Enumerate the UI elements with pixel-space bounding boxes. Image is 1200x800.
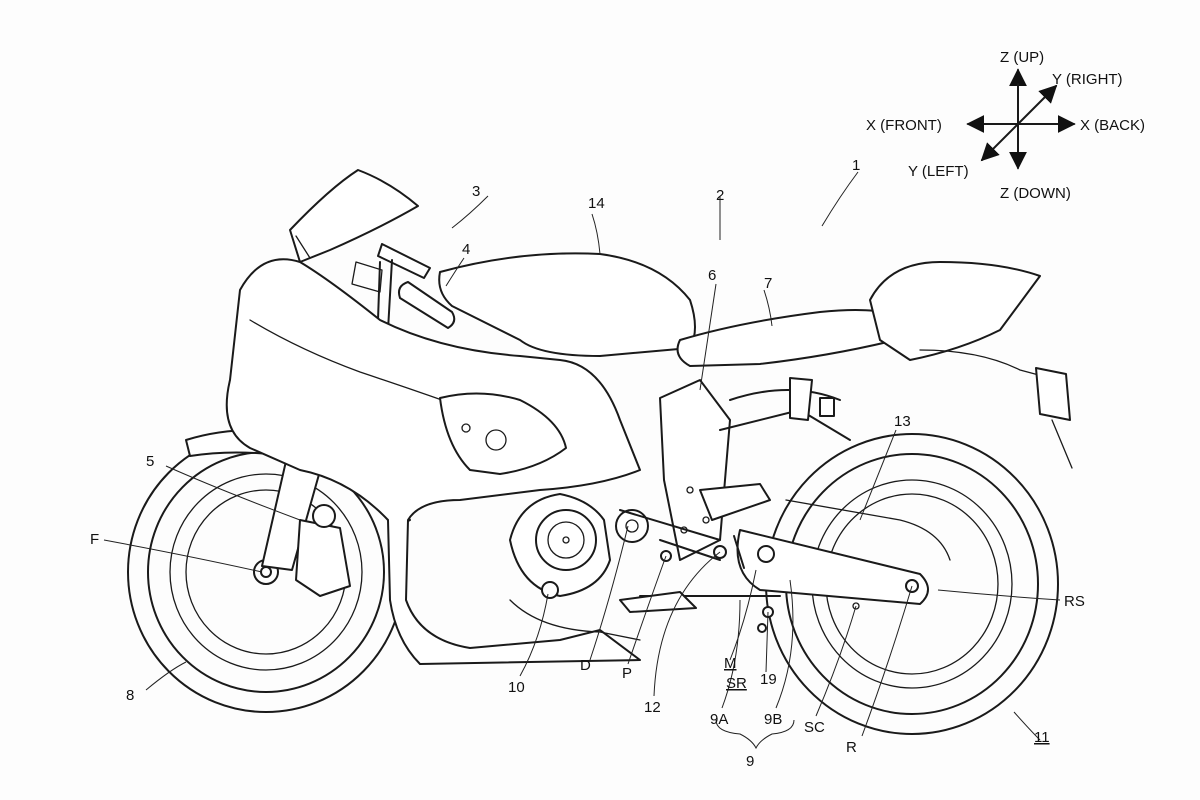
label-body-frame: 2	[716, 187, 724, 204]
label-sr: SR	[726, 675, 747, 692]
label-front-wheel: 8	[126, 687, 134, 704]
label-handle-unit: 3	[472, 183, 480, 200]
label-rear-shaft: RS	[1064, 593, 1085, 610]
windscreen	[289, 169, 419, 263]
engine	[509, 493, 649, 599]
axis-label-y-left: Y (LEFT)	[908, 163, 969, 180]
label-step-b: 9B	[764, 711, 782, 728]
axis-label-x-back: X (BACK)	[1080, 117, 1145, 134]
axis-arrow-y-left	[980, 123, 1019, 162]
label-step-assembly: 9	[746, 753, 754, 770]
axis-label-z-down: Z (DOWN)	[1000, 185, 1071, 202]
label-swing-arm: 13	[894, 413, 911, 430]
axis-arrow-y-right	[1017, 84, 1058, 125]
label-m: M	[724, 655, 737, 672]
label-part-19: 19	[760, 671, 777, 688]
label-sc: SC	[804, 719, 825, 736]
label-seat: 7	[764, 275, 772, 292]
axis-label-x-front: X (FRONT)	[866, 117, 942, 134]
axis-indicator: Z (UP) Y (RIGHT) X (FRONT) X (BACK) Y (L…	[866, 49, 1145, 202]
label-fuel-tank: 14	[588, 195, 605, 212]
handle-unit	[351, 243, 456, 331]
label-pedal: 12	[644, 699, 661, 716]
reference-labels: 1 2 3 4 5 6 7 8 9 9A 9B 10 11 12 13 14 1…	[90, 157, 1085, 770]
fuel-tank	[438, 252, 696, 357]
label-rear-axle: R	[846, 739, 857, 756]
tail-cowl	[869, 261, 1073, 469]
lower-cowl-edge	[509, 599, 641, 641]
axis-label-y-right: Y (RIGHT)	[1052, 71, 1123, 88]
label-rear-wheel: 11	[1034, 729, 1050, 746]
leader-lines	[103, 171, 1061, 750]
label-front-axle: F	[90, 531, 99, 548]
label-engine: 10	[508, 679, 525, 696]
axis-label-z-up: Z (UP)	[1000, 49, 1044, 66]
label-front-fork: 5	[146, 453, 154, 470]
label-d: D	[580, 657, 591, 674]
swing-arm	[736, 499, 951, 610]
label-p: P	[622, 665, 632, 682]
label-frame: 6	[708, 267, 716, 284]
label-vehicle: 1	[852, 157, 860, 174]
label-grip: 4	[462, 241, 470, 258]
front-fairing	[225, 258, 641, 665]
label-step-a: 9A	[710, 711, 728, 728]
